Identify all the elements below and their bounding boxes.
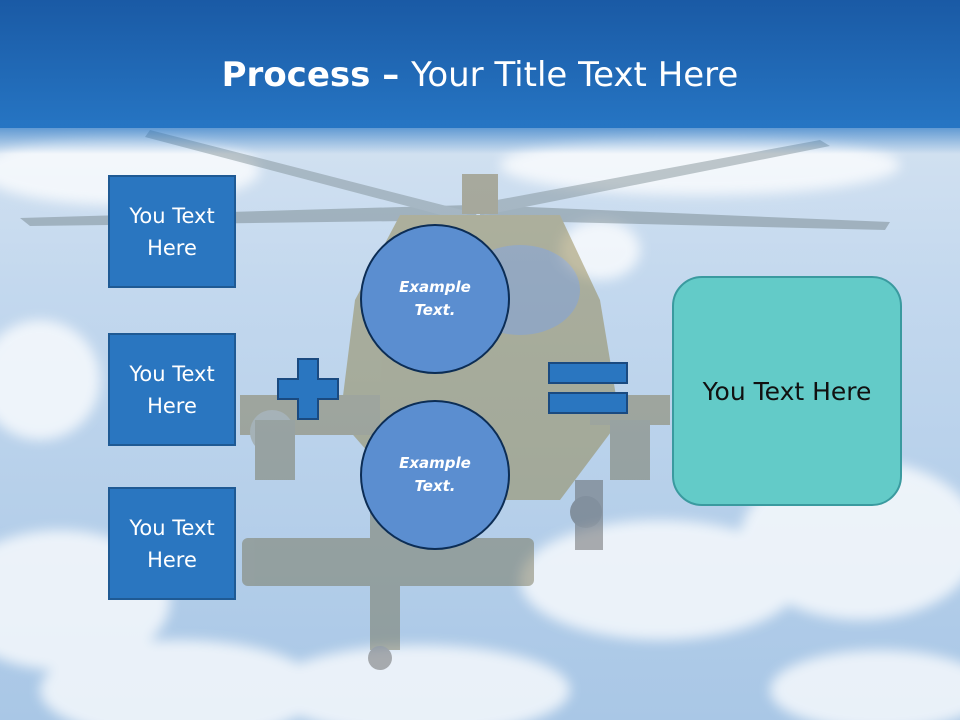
title-band-glow [0,120,960,154]
plus-icon[interactable] [276,357,340,421]
left-text-box-3[interactable]: You Text Here [108,487,236,600]
title-rest-part: Your Title Text Here [411,55,739,95]
example-circle-top[interactable]: Example Text. [360,224,510,374]
equals-icon[interactable] [548,362,628,414]
example-circle-top-label: Example Text. [399,278,471,319]
slide-title[interactable]: Process – Your Title Text Here [0,52,960,98]
left-text-box-2-label: You Text Here [129,361,215,418]
result-text-box[interactable]: You Text Here [672,276,902,506]
title-bold-part: Process [221,55,371,95]
left-text-box-2[interactable]: You Text Here [108,333,236,446]
result-text-box-label: You Text Here [702,376,872,406]
title-band [0,0,960,128]
left-text-box-3-label: You Text Here [129,515,215,572]
example-circle-bottom-label: Example Text. [399,454,471,495]
left-text-box-1[interactable]: You Text Here [108,175,236,288]
title-separator: – [370,55,412,95]
example-circle-bottom[interactable]: Example Text. [360,400,510,550]
left-text-box-1-label: You Text Here [129,203,215,260]
